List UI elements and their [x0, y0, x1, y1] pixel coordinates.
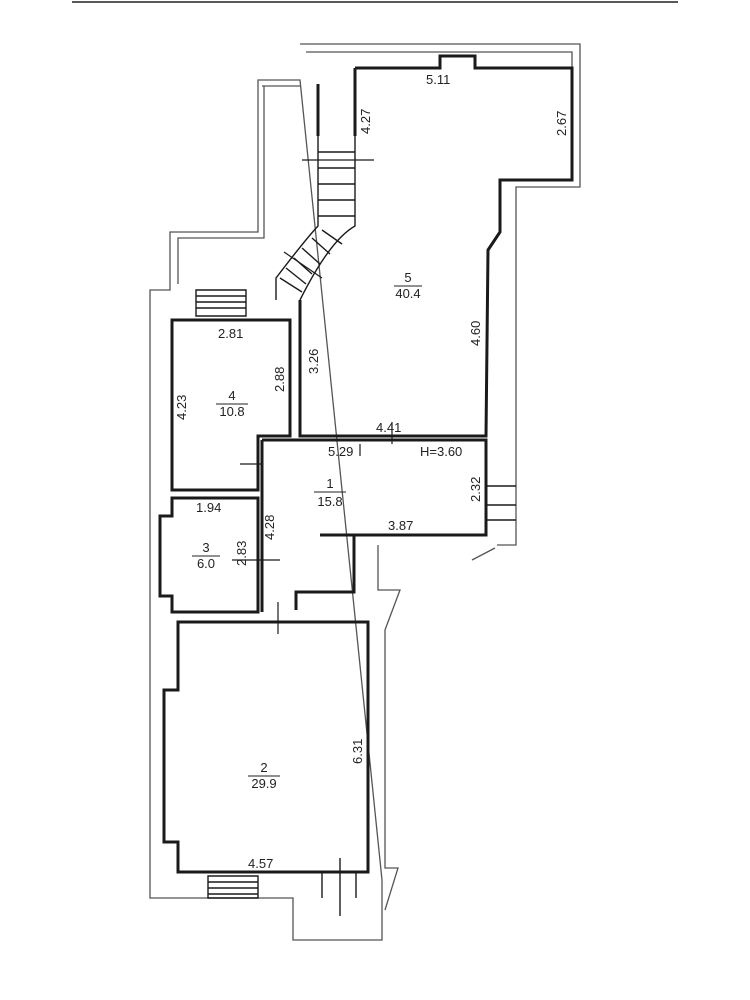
- dim-r5-west: 3.26: [306, 349, 321, 374]
- building-outline-inner: [177, 51, 573, 284]
- dim-r4-top: 2.81: [218, 326, 243, 341]
- dim-r5-east: 4.60: [468, 321, 483, 346]
- room-5-number: 5: [404, 270, 411, 285]
- dim-r4-left: 4.23: [174, 395, 189, 420]
- room-1-walls: [260, 438, 488, 612]
- dim-r2-right: 6.31: [350, 739, 365, 764]
- dim-r5-right: 2.67: [554, 111, 569, 136]
- room-4-area: 10.8: [219, 404, 244, 419]
- dim-r1-right: 2.32: [468, 477, 483, 502]
- room-2-area: 29.9: [251, 776, 276, 791]
- room-3-number: 3: [202, 540, 209, 555]
- room-2-window: [207, 875, 259, 899]
- dim-r1-top: 5.29: [328, 444, 353, 459]
- room-4-number: 4: [228, 388, 235, 403]
- room-4-window: [195, 289, 247, 317]
- room-5-walls: [298, 54, 574, 438]
- dim-height: H=3.60: [420, 444, 462, 459]
- building-outline: [149, 43, 581, 941]
- dim-r5-bottom: 4.41: [376, 420, 401, 435]
- stair-5: [275, 136, 356, 301]
- dim-r3-right: 2.83: [234, 541, 249, 566]
- room-1-area: 15.8: [317, 494, 342, 509]
- room-5-area: 40.4: [395, 286, 420, 301]
- room-1-number: 1: [326, 476, 333, 491]
- room-2-exit: [321, 858, 357, 916]
- dim-r4-right: 2.88: [272, 367, 287, 392]
- room-2-number: 2: [260, 760, 267, 775]
- dim-r5-top: 5.11: [426, 72, 450, 87]
- room-1-entry: [378, 485, 516, 536]
- dim-r5-stair: 4.27: [358, 109, 373, 134]
- room-3-area: 6.0: [197, 556, 215, 571]
- stair-5-mark-2: [283, 251, 323, 279]
- room-2-walls: [162, 620, 370, 874]
- room-4-walls: [170, 318, 292, 492]
- dim-r2-bottom: 4.57: [248, 856, 273, 871]
- dim-r1-west: 4.28: [262, 515, 277, 540]
- dim-r3-top: 1.94: [196, 500, 221, 515]
- dim-r1-bottom: 3.87: [388, 518, 413, 533]
- room-3-walls: [158, 496, 260, 614]
